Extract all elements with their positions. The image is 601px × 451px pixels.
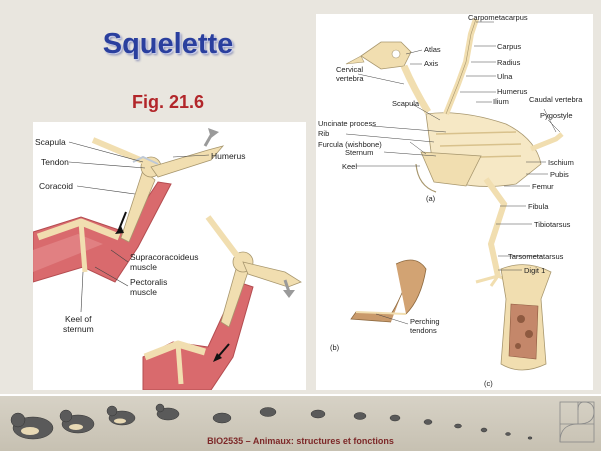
label-part-c: (c) bbox=[484, 379, 493, 388]
label-keel-of: Keel of bbox=[65, 314, 92, 324]
label-femur: Femur bbox=[532, 182, 554, 191]
label-digit-1: Digit 1 bbox=[524, 266, 545, 275]
label-ulna: Ulna bbox=[497, 72, 513, 81]
label-pectoralis-muscle: muscle bbox=[130, 287, 157, 297]
label-fibula: Fibula bbox=[528, 202, 549, 211]
label-sternum: Sternum bbox=[345, 148, 373, 157]
label-scapula-right: Scapula bbox=[392, 99, 420, 108]
label-carpus: Carpus bbox=[497, 42, 521, 51]
label-caudal-vertebra: Caudal vertebra bbox=[529, 95, 583, 104]
label-supracoracoideus: Supracoracoideus bbox=[130, 252, 199, 262]
label-perching: Perching bbox=[410, 317, 440, 326]
label-rib: Rib bbox=[318, 129, 329, 138]
label-part-b: (b) bbox=[330, 343, 340, 352]
label-carpometacarpus: Carpometacarpus bbox=[468, 14, 528, 22]
label-scapula: Scapula bbox=[35, 137, 66, 147]
label-humerus-right: Humerus bbox=[497, 87, 528, 96]
flight-muscles-figure: Scapula Tendon Coracoid Humerus Supracor… bbox=[33, 122, 306, 390]
label-part-a: (a) bbox=[426, 194, 436, 203]
label-pygostyle: Pygostyle bbox=[540, 111, 573, 120]
label-ischium: Ischium bbox=[548, 158, 574, 167]
label-axis: Axis bbox=[424, 59, 438, 68]
label-pectoralis: Pectoralis bbox=[130, 277, 167, 287]
label-supracoracoideus-muscle: muscle bbox=[130, 262, 157, 272]
label-pubis: Pubis bbox=[550, 170, 569, 179]
label-ilium: Ilium bbox=[493, 97, 509, 106]
label-perching-tendons: tendons bbox=[410, 326, 437, 335]
slide-subtitle: Fig. 21.6 bbox=[38, 92, 298, 113]
label-cervical: Cervical bbox=[336, 65, 363, 74]
footer-course-title: BIO2535 – Animaux: structures et fonctio… bbox=[0, 436, 601, 446]
label-uncinate-process: Uncinate process bbox=[318, 119, 376, 128]
bird-skeleton-illustration: Carpometacarpus Carpus Radius Ulna Humer… bbox=[316, 14, 593, 390]
label-radius: Radius bbox=[497, 58, 521, 67]
label-humerus: Humerus bbox=[211, 151, 245, 161]
label-vertebra: vertebra bbox=[336, 74, 364, 83]
flight-muscles-illustration: Scapula Tendon Coracoid Humerus Supracor… bbox=[33, 122, 306, 390]
label-atlas: Atlas bbox=[424, 45, 441, 54]
label-keel-sternum: sternum bbox=[63, 324, 94, 334]
label-tarsometatarsus: Tarsometatarsus bbox=[508, 252, 564, 261]
bird-skeleton-figure: Carpometacarpus Carpus Radius Ulna Humer… bbox=[316, 14, 593, 390]
label-tendon: Tendon bbox=[41, 157, 69, 167]
label-keel-right: Keel bbox=[342, 162, 357, 171]
slide-title: Squelette bbox=[38, 28, 298, 61]
label-coracoid: Coracoid bbox=[39, 181, 73, 191]
label-tibiotarsus: Tibiotarsus bbox=[534, 220, 571, 229]
